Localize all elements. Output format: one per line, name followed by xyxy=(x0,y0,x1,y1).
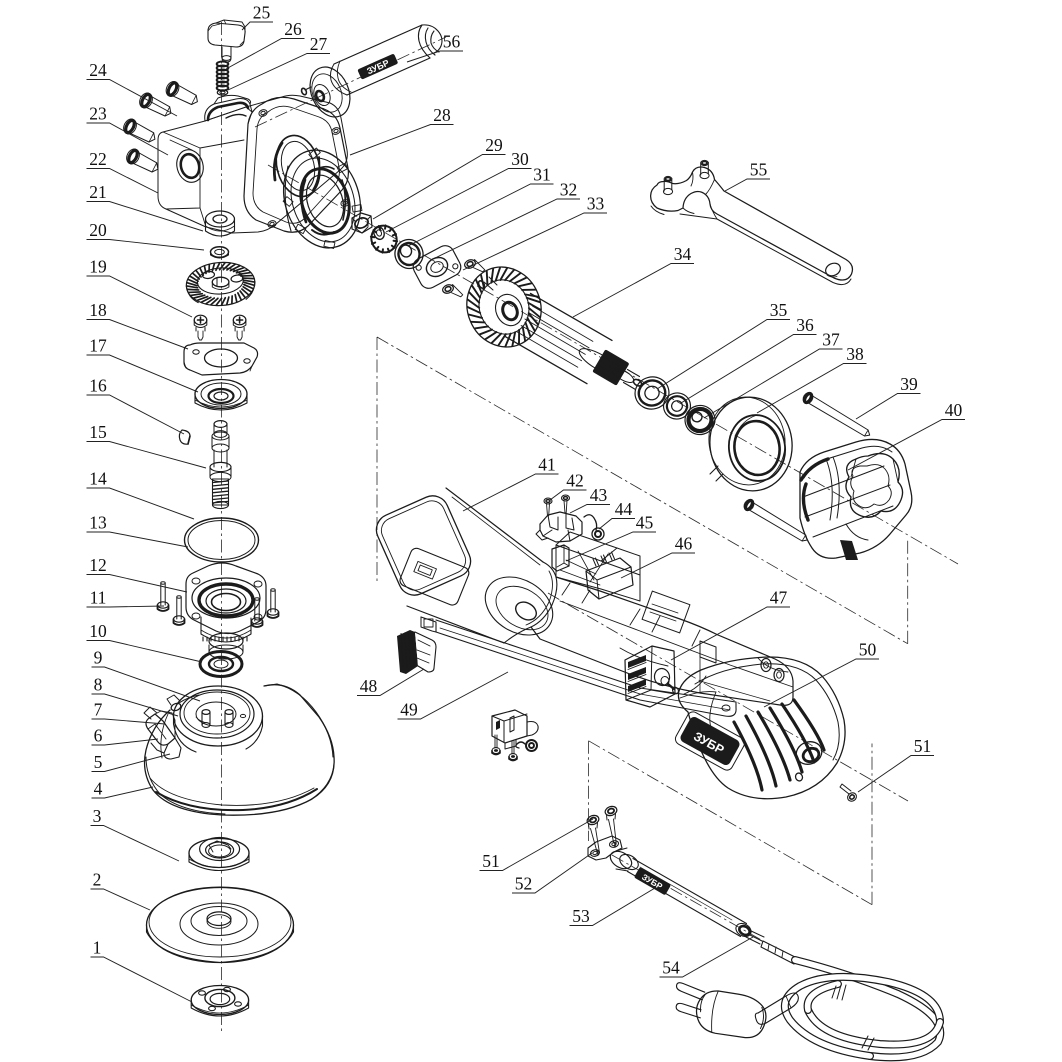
svg-text:30: 30 xyxy=(511,149,529,169)
svg-text:9: 9 xyxy=(94,648,103,668)
svg-text:15: 15 xyxy=(89,422,107,442)
svg-text:49: 49 xyxy=(400,700,418,720)
svg-text:17: 17 xyxy=(89,336,107,356)
svg-text:20: 20 xyxy=(89,220,107,240)
svg-text:31: 31 xyxy=(533,165,551,185)
svg-text:39: 39 xyxy=(900,374,918,394)
svg-text:6: 6 xyxy=(94,726,103,746)
svg-text:10: 10 xyxy=(89,621,107,641)
svg-text:2: 2 xyxy=(93,870,102,890)
svg-text:42: 42 xyxy=(566,471,584,491)
svg-text:23: 23 xyxy=(89,104,107,124)
svg-text:24: 24 xyxy=(89,60,107,80)
svg-text:8: 8 xyxy=(94,675,103,695)
svg-text:29: 29 xyxy=(485,135,503,155)
svg-text:35: 35 xyxy=(770,300,788,320)
svg-text:27: 27 xyxy=(310,34,328,54)
svg-text:14: 14 xyxy=(89,469,107,489)
svg-text:28: 28 xyxy=(433,105,451,125)
svg-text:21: 21 xyxy=(89,182,107,202)
svg-text:34: 34 xyxy=(674,244,692,264)
svg-text:50: 50 xyxy=(859,640,877,660)
svg-text:48: 48 xyxy=(360,676,378,696)
svg-text:47: 47 xyxy=(770,588,788,608)
svg-text:3: 3 xyxy=(93,806,102,826)
svg-text:54: 54 xyxy=(662,958,680,978)
svg-text:40: 40 xyxy=(945,400,963,420)
svg-text:16: 16 xyxy=(89,376,107,396)
svg-text:51: 51 xyxy=(482,851,500,871)
svg-text:41: 41 xyxy=(538,455,556,475)
svg-text:ЗУБР: ЗУБР xyxy=(365,58,390,77)
svg-text:38: 38 xyxy=(846,344,864,364)
svg-text:43: 43 xyxy=(590,485,608,505)
svg-text:4: 4 xyxy=(94,779,103,799)
svg-text:46: 46 xyxy=(675,534,693,554)
svg-text:12: 12 xyxy=(89,555,107,575)
svg-text:25: 25 xyxy=(253,3,271,23)
svg-text:26: 26 xyxy=(284,19,302,39)
svg-text:36: 36 xyxy=(796,315,814,335)
svg-text:56: 56 xyxy=(443,32,461,52)
svg-text:52: 52 xyxy=(515,874,533,894)
svg-text:18: 18 xyxy=(89,300,107,320)
svg-text:44: 44 xyxy=(615,499,633,519)
svg-text:45: 45 xyxy=(636,513,654,533)
svg-text:1: 1 xyxy=(93,938,102,958)
svg-text:37: 37 xyxy=(822,330,840,350)
svg-text:33: 33 xyxy=(587,194,605,214)
svg-text:11: 11 xyxy=(90,588,107,608)
svg-text:7: 7 xyxy=(94,700,103,720)
svg-text:13: 13 xyxy=(89,513,107,533)
svg-text:53: 53 xyxy=(572,906,590,926)
svg-text:32: 32 xyxy=(560,180,578,200)
svg-text:51: 51 xyxy=(914,736,932,756)
svg-text:22: 22 xyxy=(89,149,107,169)
svg-text:5: 5 xyxy=(94,752,103,772)
svg-text:19: 19 xyxy=(89,257,107,277)
svg-text:55: 55 xyxy=(750,160,768,180)
